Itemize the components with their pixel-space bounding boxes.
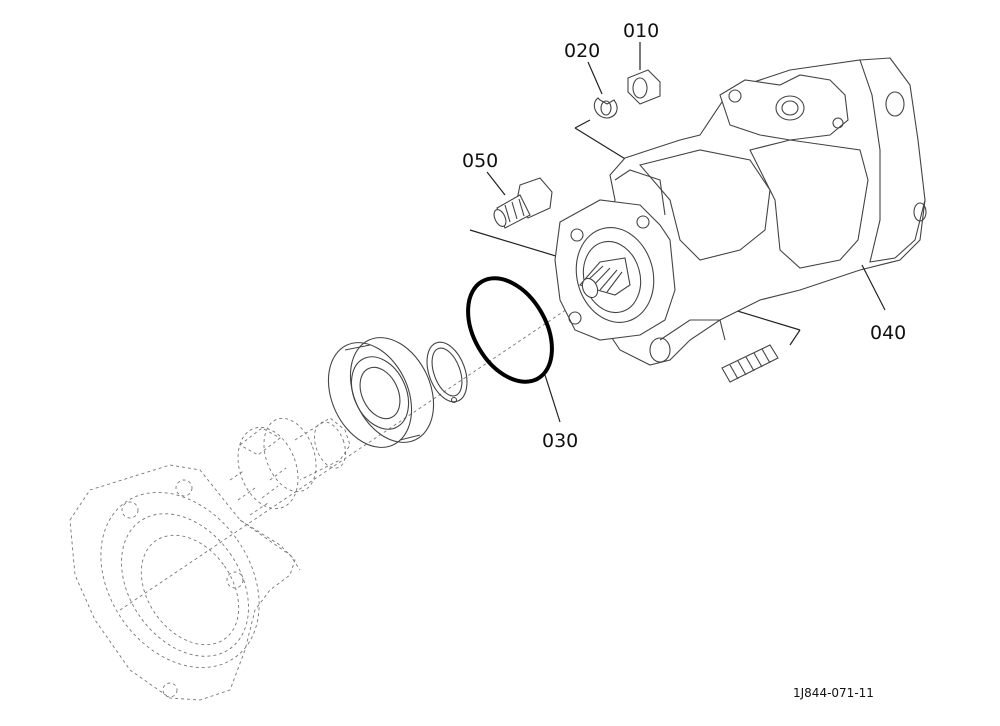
pump-assembly xyxy=(554,57,927,366)
o-ring xyxy=(466,276,554,384)
housing-cover xyxy=(69,464,301,701)
leader-lines xyxy=(486,42,886,423)
nut xyxy=(627,69,661,105)
figure-number: 1J844-071-11 xyxy=(793,686,874,700)
bearing xyxy=(327,337,435,448)
snap-ring xyxy=(426,341,468,404)
callout-040: 040 xyxy=(870,322,906,344)
gear-shaft xyxy=(229,417,351,516)
callout-050: 050 xyxy=(462,150,498,172)
washer xyxy=(593,97,618,119)
pin xyxy=(721,344,779,383)
callout-020: 020 xyxy=(564,40,600,62)
callout-030: 030 xyxy=(542,430,578,452)
callout-010: 010 xyxy=(623,20,659,42)
connector-fitting xyxy=(493,177,553,229)
